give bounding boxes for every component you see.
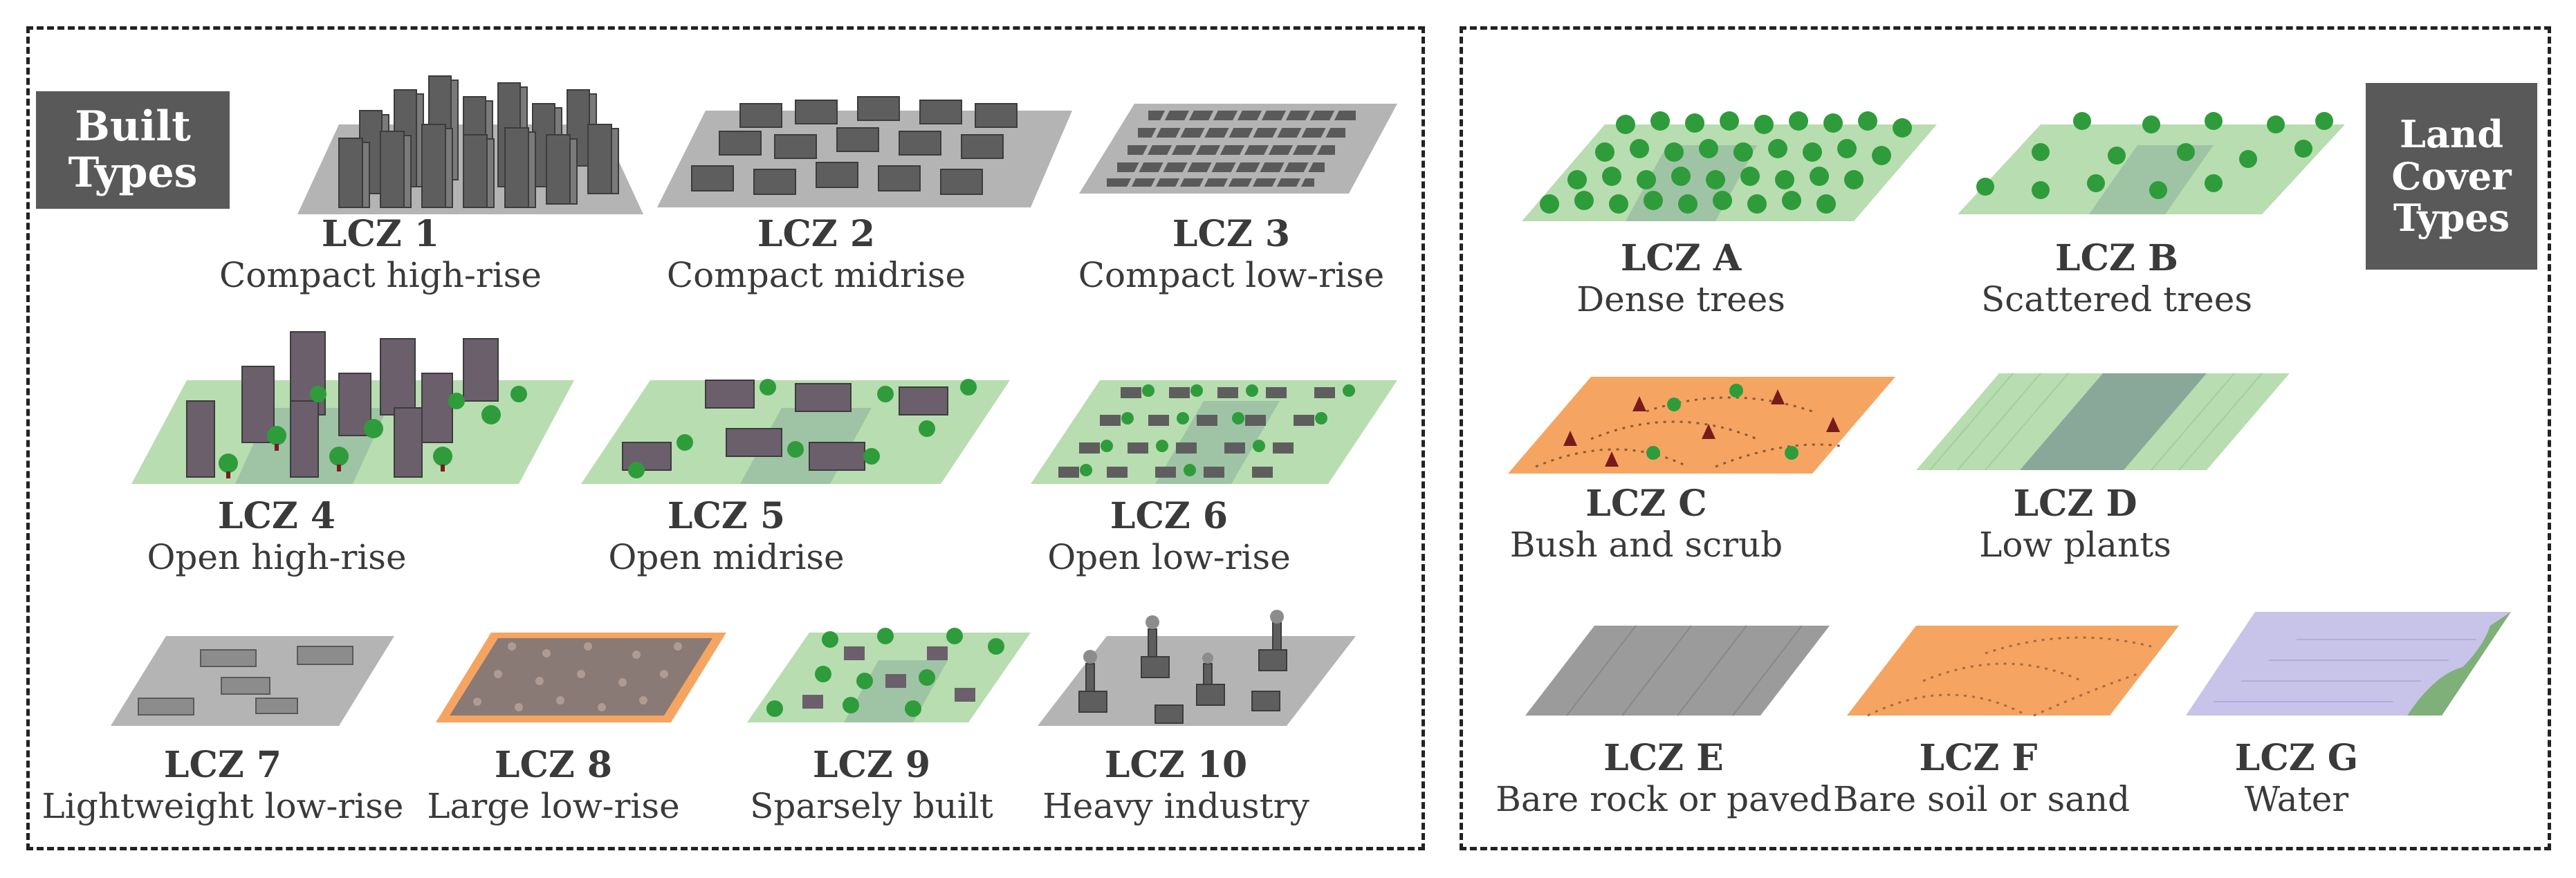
lcz-6-illustration bbox=[1031, 366, 1397, 491]
lcz-9-name: Sparsely built bbox=[750, 786, 993, 827]
lcz-8-label: LCZ 8 Large low-rise bbox=[415, 745, 692, 827]
lcz-e-illustration bbox=[1525, 619, 1830, 722]
lcz-3-label: LCZ 3 Compact low-rise bbox=[1058, 214, 1404, 296]
lcz-8-name: Large low-rise bbox=[427, 786, 680, 827]
lcz-10-label: LCZ 10 Heavy industry bbox=[1017, 745, 1335, 827]
lcz-a-illustration bbox=[1522, 104, 1937, 228]
lcz-8-code: LCZ 8 bbox=[494, 744, 613, 786]
lcz-2-code: LCZ 2 bbox=[757, 213, 876, 255]
lcz-a-label: LCZ A Dense trees bbox=[1543, 237, 1819, 320]
lcz-a-code: LCZ A bbox=[1620, 237, 1742, 279]
lcz-d-name: Low plants bbox=[1979, 525, 2171, 566]
lcz-3-illustration bbox=[1079, 90, 1397, 200]
lcz-c-illustration bbox=[1508, 363, 1895, 480]
lcz-f-label: LCZ F Bare soil or sand bbox=[1833, 737, 2131, 820]
lcz-4-illustration bbox=[131, 325, 574, 491]
lcz-d-code: LCZ D bbox=[2013, 483, 2137, 525]
lcz-9-label: LCZ 9 Sparsely built bbox=[719, 745, 1024, 827]
lcz-c-name: Bush and scrub bbox=[1509, 525, 1783, 566]
lcz-5-name: Open midrise bbox=[608, 537, 845, 578]
lcz-10-illustration bbox=[1038, 608, 1356, 733]
lcz-7-illustration bbox=[111, 629, 394, 733]
lcz-g-label: LCZ G Water bbox=[2193, 738, 2400, 820]
lcz-f-illustration bbox=[1847, 619, 2179, 722]
lcz-7-name: Lightweight low-rise bbox=[42, 786, 404, 827]
lcz-2-name: Compact midrise bbox=[666, 255, 966, 296]
lcz-8-illustration bbox=[436, 626, 726, 729]
lcz-g-code: LCZ G bbox=[2234, 737, 2359, 779]
lcz-e-label: LCZ E Bare rock or paved bbox=[1484, 738, 1843, 820]
lcz-6-label: LCZ 6 Open low-rise bbox=[996, 496, 1342, 578]
lcz-4-label: LCZ 4 Open high-rise bbox=[104, 496, 450, 578]
lcz-5-code: LCZ 5 bbox=[667, 495, 786, 537]
lcz-c-label: LCZ C Bush and scrub bbox=[1508, 483, 1785, 566]
lcz-b-code: LCZ B bbox=[2055, 237, 2178, 279]
lcz-b-name: Scattered trees bbox=[1980, 279, 2253, 320]
lcz-2-label: LCZ 2 Compact midrise bbox=[643, 214, 989, 296]
lcz-4-name: Open high-rise bbox=[147, 537, 407, 578]
lcz-2-illustration bbox=[657, 90, 1072, 214]
lcz-1-label: LCZ 1 Compact high-rise bbox=[208, 214, 553, 296]
lcz-10-name: Heavy industry bbox=[1042, 786, 1309, 827]
lcz-7-label: LCZ 7 Lightweight low-rise bbox=[36, 745, 410, 827]
lcz-g-name: Water bbox=[2244, 779, 2349, 820]
lcz-d-illustration bbox=[1916, 366, 2290, 477]
lcz-1-name: Compact high-rise bbox=[219, 255, 542, 296]
lcz-e-name: Bare rock or paved bbox=[1496, 779, 1832, 820]
lcz-e-code: LCZ E bbox=[1603, 737, 1724, 779]
lcz-3-code: LCZ 3 bbox=[1172, 213, 1291, 255]
lcz-6-code: LCZ 6 bbox=[1110, 495, 1229, 537]
lcz-b-illustration bbox=[1958, 104, 2345, 221]
lcz-7-code: LCZ 7 bbox=[163, 744, 282, 786]
lcz-f-name: Bare soil or sand bbox=[1833, 779, 2131, 820]
lcz-9-illustration bbox=[747, 619, 1031, 729]
lcz-g-illustration bbox=[2186, 605, 2511, 722]
built-types-tag: Built Types bbox=[36, 91, 230, 209]
lcz-c-code: LCZ C bbox=[1585, 483, 1707, 525]
lcz-9-code: LCZ 9 bbox=[812, 744, 931, 786]
lcz-6-name: Open low-rise bbox=[1047, 537, 1291, 578]
land-cover-types-panel bbox=[1460, 26, 2551, 850]
lcz-4-code: LCZ 4 bbox=[217, 495, 336, 537]
built-types-panel bbox=[26, 26, 1425, 850]
lcz-5-label: LCZ 5 Open midrise bbox=[553, 496, 899, 578]
lcz-b-label: LCZ B Scattered trees bbox=[1958, 237, 2276, 320]
lcz-1-code: LCZ 1 bbox=[321, 213, 440, 255]
lcz-1-illustration bbox=[256, 69, 643, 214]
lcz-a-name: Dense trees bbox=[1576, 279, 1785, 320]
lcz-5-illustration bbox=[581, 366, 1010, 491]
lcz-3-name: Compact low-rise bbox=[1078, 255, 1385, 296]
land-cover-types-tag: Land Cover Types bbox=[2366, 83, 2537, 270]
lcz-d-label: LCZ D Low plants bbox=[1930, 483, 2220, 566]
lcz-f-code: LCZ F bbox=[1919, 737, 2038, 779]
lcz-10-code: LCZ 10 bbox=[1104, 744, 1248, 786]
